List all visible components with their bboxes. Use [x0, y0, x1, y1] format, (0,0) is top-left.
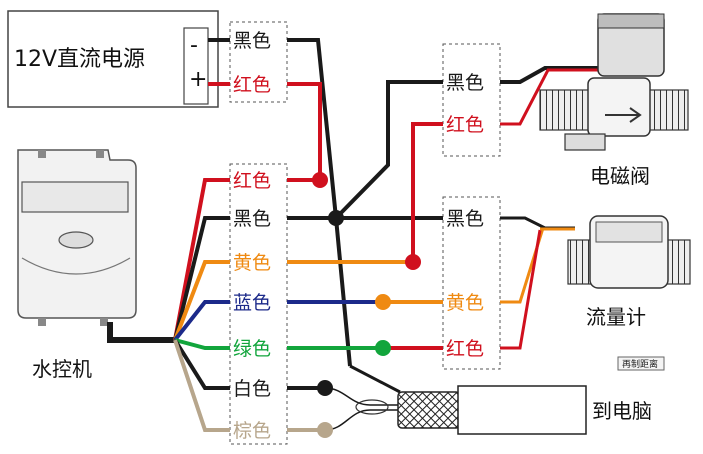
ctrl-green-fan — [174, 338, 230, 350]
ctrl-wire-label-red: 红色 — [233, 170, 271, 192]
flow-meter-illustration: 流量计 — [567, 215, 691, 329]
ctrl-black-fan — [173, 216, 230, 341]
ctrl-blue-fan — [173, 300, 230, 342]
flow-wire-label-red: 红色 — [446, 338, 484, 360]
flow-wire-label-black: 黑色 — [446, 208, 484, 230]
pc-wire-a — [324, 387, 398, 406]
ctrl-wire-label-white: 白色 — [233, 378, 271, 400]
psu-terminal-block — [183, 27, 209, 105]
psu-black-wire — [287, 38, 352, 367]
ctrl-white-fan — [173, 338, 230, 390]
valve-thread-left — [539, 89, 591, 131]
controller-curve — [21, 257, 131, 275]
flowmeter-label: 流量计 — [586, 305, 646, 329]
valve-wire-label-black: 黑色 — [446, 72, 484, 94]
computer-label: 到电脑 — [592, 399, 652, 423]
flow-wire-label-yellow: 黄色 — [446, 292, 484, 314]
junction-yellow-red — [405, 254, 421, 270]
ctrl-yellow-wire — [287, 122, 443, 264]
valve-base — [564, 133, 606, 151]
junction-black — [328, 210, 344, 226]
ctrl-wire-label-brown: 棕色 — [233, 420, 271, 442]
controller-tab-left — [38, 150, 46, 158]
valve-black-out — [500, 66, 600, 84]
computer-cable: 到电脑 — [397, 385, 652, 435]
junction-brown — [317, 422, 333, 438]
valve-label: 电磁阀 — [590, 164, 650, 188]
junction-white — [317, 380, 333, 396]
flow-red-out — [500, 229, 542, 350]
ctrl-wire-label-black: 黑色 — [233, 208, 271, 230]
controller-device: 水控机 — [17, 149, 137, 381]
controller-display — [21, 181, 129, 213]
controller-tab-bottom-right — [100, 318, 108, 326]
junction-blue-yellow — [375, 294, 391, 310]
valve-thread-right — [647, 89, 689, 131]
valve-red-wire — [411, 122, 443, 262]
watermark-text: 再制距离 — [622, 358, 658, 370]
valve-wire-label-red: 红色 — [446, 114, 484, 136]
ctrl-wire-label-green: 绿色 — [233, 338, 271, 360]
psu-red-wire — [287, 82, 322, 180]
psu-box — [7, 10, 219, 108]
junction-red — [312, 172, 328, 188]
flow-cap — [595, 221, 663, 243]
flowmeter-wire-box — [442, 196, 501, 370]
power-supply: 12V直流电源 - + — [7, 10, 219, 108]
valve-black-wire — [334, 80, 443, 220]
ctrl-yellow-fan — [173, 260, 230, 341]
junction-green-red — [375, 340, 391, 356]
valve-red-out — [500, 68, 600, 126]
pc-wire-b — [324, 409, 398, 431]
valve-body — [587, 77, 651, 137]
psu-minus: - — [190, 33, 198, 58]
solenoid-valve-illustration: 电磁阀 — [539, 13, 689, 188]
controller-cable — [107, 322, 175, 343]
cable-braid — [397, 391, 461, 429]
pc-wire-loop — [355, 399, 389, 415]
controller-tab-right — [96, 150, 104, 158]
flow-yellow-out — [500, 227, 545, 304]
controller-label: 水控机 — [32, 357, 92, 381]
watermark-badge — [617, 356, 665, 371]
psu-black-label: 黑色 — [233, 30, 271, 52]
valve-flow-arrow-icon — [605, 107, 642, 123]
ctrl-wire-label-yellow: 黄色 — [233, 252, 271, 274]
flow-black-out — [500, 216, 575, 230]
controller-tab-bottom-left — [38, 318, 46, 326]
psu-red-label: 红色 — [233, 74, 271, 96]
valve-wire-box — [442, 43, 501, 157]
controller-card-reader — [58, 231, 94, 249]
psu-label: 12V直流电源 — [14, 47, 145, 72]
psu-wire-box — [229, 21, 288, 103]
pc-ground-wire — [349, 364, 401, 394]
ctrl-red-fan — [173, 178, 230, 341]
cable-jacket — [457, 385, 587, 435]
valve-coil-top — [597, 13, 665, 29]
psu-plus: + — [189, 67, 207, 92]
ctrl-wire-label-blue: 蓝色 — [233, 292, 271, 314]
ctrl-brown-fan — [173, 339, 230, 432]
